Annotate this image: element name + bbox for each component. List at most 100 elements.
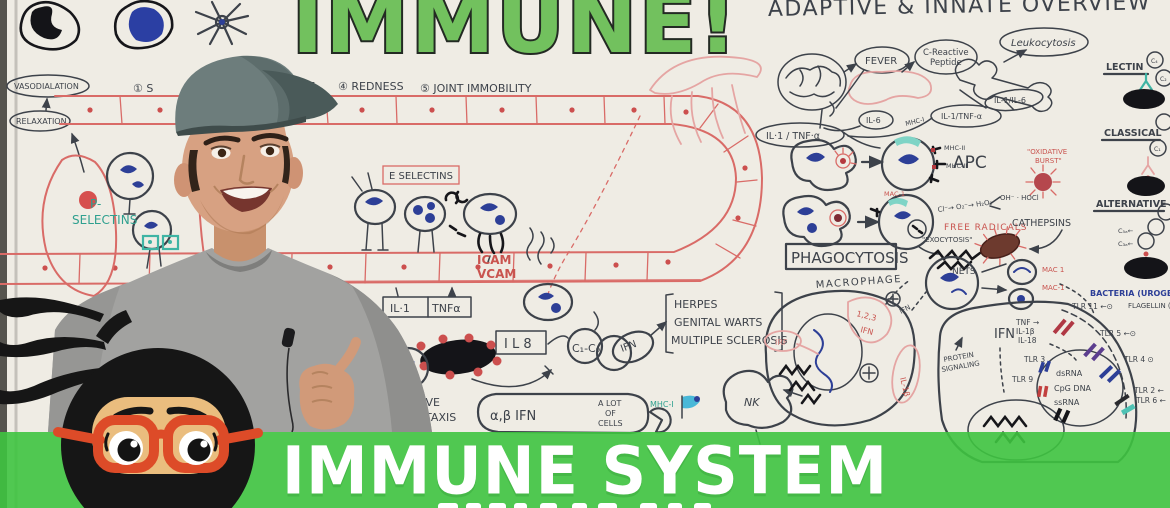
leukocytosis-label: Leukocytosis <box>1011 38 1076 49</box>
apc-row1 <box>790 136 947 192</box>
tlr-ifn-label: IFN <box>994 327 1015 342</box>
step-redness: ④ REDNESS <box>338 80 404 93</box>
fever-oval <box>854 46 910 74</box>
classical-microbe <box>1127 176 1165 196</box>
of-label: OF <box>605 409 616 418</box>
c9-circle <box>595 334 633 372</box>
brain-sketch <box>777 53 847 129</box>
phagocytosis-box <box>784 242 898 271</box>
ms-label: MULTIPLE SCLEROSIS <box>671 334 788 347</box>
p-selectin-cells <box>105 151 180 269</box>
tnf-label: TNF → <box>1015 318 1039 327</box>
classical-label: CLASSICAL <box>1104 128 1162 139</box>
irf-oval <box>764 330 802 352</box>
board-title: IMMUNE! <box>292 0 739 72</box>
presenter-collar <box>206 250 272 272</box>
migration-path-dashed <box>547 115 641 295</box>
tlr9-label: TLR 9 <box>1011 375 1033 384</box>
macrophage-cell <box>764 289 916 427</box>
crp-oval <box>914 39 978 75</box>
ninja-topknot <box>96 310 132 344</box>
bone-sketch <box>954 58 1053 113</box>
mac1-tag: MAC-1 <box>884 190 905 198</box>
pathogen-sketch <box>974 226 1027 266</box>
c4-label: C₄ <box>1151 58 1158 65</box>
p-selectins-label-2: SELECTINS <box>72 213 137 227</box>
ninja-hair-strand <box>0 297 104 322</box>
vasodilation-bubble <box>6 74 90 98</box>
banner-title: IMMUNE SYSTEM <box>281 431 889 508</box>
il1il6-oval <box>984 88 1044 112</box>
tlr6-label: TLR 6 ← <box>1135 396 1166 405</box>
alternative-label: ALTERNATIVE <box>1096 199 1167 210</box>
warts-label: GENITAL WARTS <box>674 316 762 329</box>
icam-label: ICAM <box>477 253 512 267</box>
e-selectins-label: E SELECTINS <box>389 171 453 182</box>
irf-label: IRF <box>775 338 788 347</box>
il6-oval <box>858 110 894 130</box>
il18-label: IL-18 <box>1018 336 1037 345</box>
bacteria-label: BACTERIA (UROGENITAL <box>1090 289 1170 298</box>
c1-label: C₁ <box>1154 146 1161 153</box>
apc-label: APC <box>953 153 987 173</box>
tnfa-label: TNFα <box>431 302 461 315</box>
il8-box <box>495 330 547 355</box>
ab-ifn-label: α,β IFN <box>490 409 536 424</box>
oxidative-label-2: BURST" <box>1035 157 1062 165</box>
lectin-label: LECTIN <box>1106 62 1144 73</box>
relaxation-label: RELAXATION <box>16 117 67 126</box>
il1il6-label: IL-1/IL-6 <box>994 96 1026 105</box>
oxidative-label-1: "OXIDATIVE <box>1027 148 1067 156</box>
il1b-pink-oval <box>891 344 921 404</box>
nets-sketch <box>928 249 982 271</box>
ninja-glasses <box>53 415 263 473</box>
tlr3-label: TLR 3 <box>1023 355 1045 364</box>
cells-label: CELLS <box>598 419 623 428</box>
p-selectins-label-1: P- <box>90 197 101 211</box>
opsonized-bacterium <box>416 333 502 380</box>
plasma-leak-sketch <box>649 55 762 145</box>
activated-cells <box>924 255 1095 315</box>
ninja-eyes <box>104 431 218 465</box>
tlr11-label: TLR 11 ←⊙ <box>1071 302 1113 311</box>
relaxation-bubble <box>9 110 71 132</box>
fever-label: FEVER <box>865 56 897 67</box>
tlr5-label: TLR 5 ←⊙ <box>1099 329 1136 338</box>
vasodilation-label: VASODIALATION <box>14 82 79 91</box>
nets-label: NETS <box>952 267 976 277</box>
oxidative-burst-microbe <box>1025 164 1061 199</box>
e-selectins-box <box>382 165 460 185</box>
il1tnf-oval <box>930 104 1002 128</box>
ifn123-label-b: IFN <box>860 325 875 337</box>
crp-label-2: Peptide <box>930 58 962 68</box>
mac1-label-a: MAC 1 <box>1042 266 1064 274</box>
lectin-microbe <box>1123 89 1165 109</box>
il1tnf-big-label: IL·1 / TNF·α <box>766 131 820 142</box>
ssrna-label: ssRNA <box>1054 398 1080 407</box>
alternative-microbe <box>1124 257 1168 279</box>
crp-label-1: C-Reactive <box>923 48 969 58</box>
cell-sketch-macrophage <box>19 0 81 51</box>
tlr4-label: TLR 4 ⊙ <box>1123 355 1154 364</box>
il1-label: IL·1 <box>390 302 410 315</box>
presenter-cap-brim <box>262 70 338 121</box>
step-1: ① S <box>133 82 153 95</box>
il6-label: IL-6 <box>866 116 881 125</box>
il1-tnf-box <box>382 296 472 318</box>
step-joint: ⑤ JOINT IMMOBILITY <box>420 82 532 95</box>
cpg-label: CpG DNA <box>1054 384 1092 393</box>
dsrna-label: dsRNA <box>1056 369 1083 378</box>
vcam-label: VCAM <box>477 267 516 281</box>
presenter-hand <box>299 363 355 430</box>
cell-sketch-dendritic <box>194 0 250 46</box>
il1b-label: IL-1β <box>1016 327 1035 336</box>
radical-chain-2: OH⁻ · HOCl <box>1000 194 1039 202</box>
apc-row2 <box>782 193 935 251</box>
mhc2-tag-a: MHC-II <box>944 144 965 152</box>
leukocytosis-oval <box>999 27 1089 57</box>
flagellin-label: FLAGELLIN ( <box>1128 302 1170 310</box>
c5a-label: C₅ₐ← <box>1118 227 1134 235</box>
c1c9-label: C₁-C₉ <box>572 342 600 355</box>
